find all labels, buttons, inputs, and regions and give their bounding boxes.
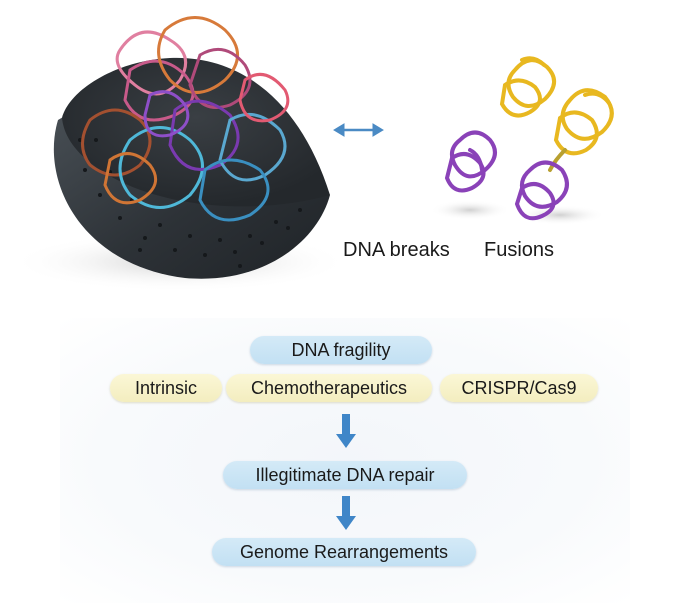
genome-rearrangements-box: Genome Rearrangements [212,538,476,566]
dna-breaks-label: DNA breaks [343,239,450,261]
double-arrow-icon [333,123,384,137]
source-crispr-cas9-box: CRISPR/Cas9 [440,374,598,402]
down-arrow-icon [336,414,356,448]
source-intrinsic-box: Intrinsic [110,374,222,402]
fusions-label: Fusions [484,239,555,261]
illegitimate-dna-repair-box: Illegitimate DNA repair [223,461,467,489]
dna-breaks-illustration [430,56,556,220]
fusions-illustration [514,88,614,225]
down-arrow-icon [336,496,356,530]
source-chemotherapeutics-box: Chemotherapeutics [226,374,432,402]
nucleus-illustration [10,16,350,292]
illustration-area [10,16,614,292]
dna-fragility-box: DNA fragility [250,336,432,364]
